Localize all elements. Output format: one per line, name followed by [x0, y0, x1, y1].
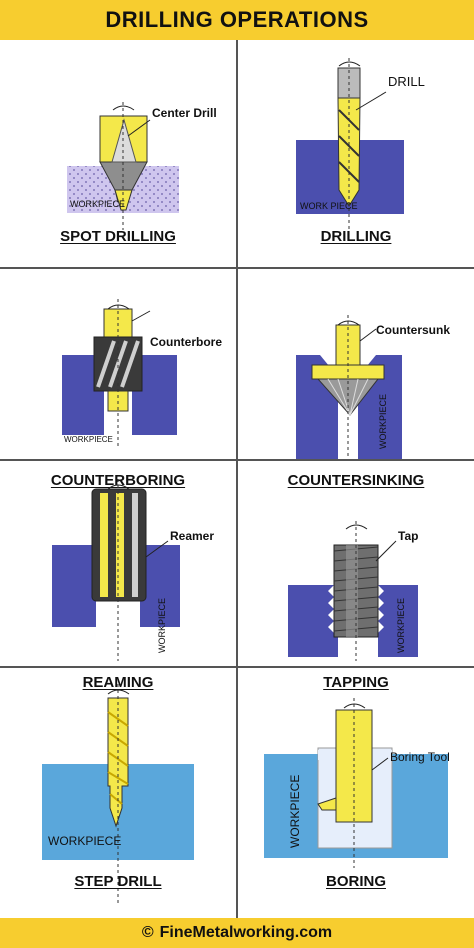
grid-divider-row-1: [0, 267, 474, 269]
boring-illustration: [264, 698, 448, 868]
drill-callout: DRILL: [388, 74, 425, 89]
boring-tool-callout: Boring Tool: [390, 750, 450, 764]
countersunk-callout: Countersunk: [376, 323, 451, 337]
spot-drilling-illustration: [67, 102, 179, 230]
workpiece-label: WORKPIECE: [157, 597, 167, 653]
boring-title: BORING: [326, 873, 386, 890]
grid-divider-vertical: [236, 40, 238, 918]
workpiece-label: WORKPIECE: [396, 597, 406, 653]
step-drill-title: STEP DRILL: [74, 873, 162, 890]
grid-divider-row-3: [0, 666, 474, 668]
step-drill-illustration: [42, 684, 194, 906]
countersinking-title: COUNTERSINKING: [287, 472, 425, 489]
site-link[interactable]: FineMetalworking.com: [159, 924, 333, 941]
cell-reaming: Reamer WORKPIECE REAMING: [0, 461, 236, 691]
tapping-illustration: [288, 521, 418, 661]
workpiece-label: WORKPIECE: [48, 834, 122, 848]
spot-drilling-title: SPOT DRILLING: [60, 228, 176, 245]
footer-banner: © FineMetalworking.com: [0, 918, 474, 948]
cell-step-drill: WORKPIECE STEP DRILL: [0, 668, 236, 918]
cell-spot-drilling: Center Drill WORKPIECE SPOT DRILLING: [0, 40, 236, 267]
operations-grid: Center Drill WORKPIECE SPOT DRILLING DRI…: [0, 40, 474, 918]
countersinking-illustration: [296, 315, 402, 459]
header-banner: DRILLING OPERATIONS: [0, 0, 474, 40]
reaming-illustration: [52, 479, 180, 661]
cell-drilling: DRILL WORK PIECE DRILLING: [238, 40, 474, 267]
reamer-callout: Reamer: [170, 529, 215, 543]
workpiece-label: WORKPIECE: [378, 393, 388, 449]
counterbore-callout: Counterbore: [150, 335, 222, 349]
drilling-illustration: [296, 58, 404, 230]
copyright-icon: ©: [141, 924, 154, 941]
workpiece-label: WORK PIECE: [300, 201, 358, 211]
workpiece-label: WORKPIECE: [288, 774, 302, 848]
page-title: DRILLING OPERATIONS: [105, 7, 369, 32]
tapping-title: TAPPING: [323, 674, 389, 691]
tap-callout: Tap: [398, 529, 419, 543]
cell-boring: Boring Tool WORKPIECE BORING: [238, 668, 474, 918]
workpiece-label: WORKPIECE: [70, 199, 126, 209]
cell-tapping: Tap WORKPIECE TAPPING: [238, 461, 474, 691]
workpiece-label: WORKPIECE: [64, 435, 113, 444]
counterboring-illustration: [62, 299, 177, 449]
cell-counterboring: Counterbore WORKPIECE COUNTERBORING: [0, 269, 236, 489]
grid-divider-row-2: [0, 459, 474, 461]
cell-countersinking: Countersunk WORKPIECE COUNTERSINKING: [238, 269, 474, 489]
center-drill-callout: Center Drill: [152, 106, 217, 120]
drilling-title: DRILLING: [320, 228, 392, 245]
reaming-title: REAMING: [82, 674, 154, 691]
